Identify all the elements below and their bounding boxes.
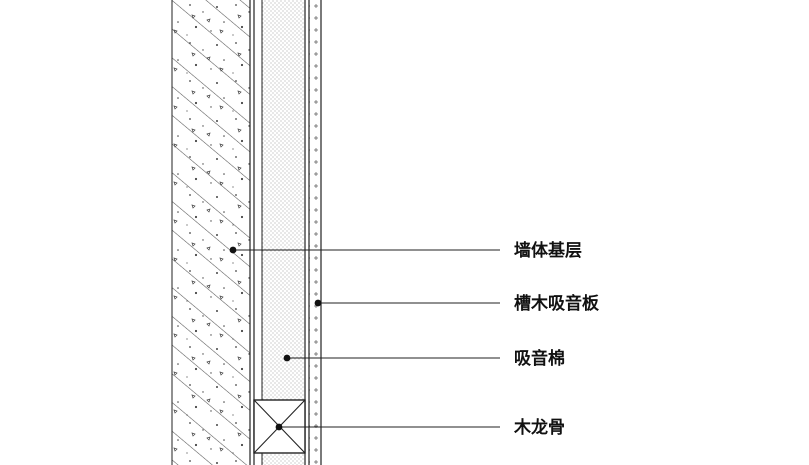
callout-slotted-wood-panel: 槽木吸音板 — [314, 293, 600, 314]
callout-dot — [283, 354, 291, 362]
callout-dot — [229, 246, 237, 254]
callout-label-slotted-wood-panel: 槽木吸音板 — [514, 293, 600, 314]
slotted-wood-panel-layer — [308, 0, 322, 465]
callout-label-wood-keel: 木龙骨 — [513, 417, 565, 438]
callout-absorption-cotton: 吸音棉 — [283, 348, 565, 369]
callout-label-wall-base: 墙体基层 — [514, 240, 582, 261]
absorption-cotton-layer — [261, 0, 306, 465]
callout-wood-keel: 木龙骨 — [275, 417, 565, 438]
callout-dot — [275, 423, 283, 431]
callout-wall-base: 墙体基层 — [229, 240, 582, 261]
wall-base-layer — [171, 0, 251, 465]
callout-label-absorption-cotton: 吸音棉 — [514, 348, 565, 369]
callout-dot — [314, 299, 322, 307]
